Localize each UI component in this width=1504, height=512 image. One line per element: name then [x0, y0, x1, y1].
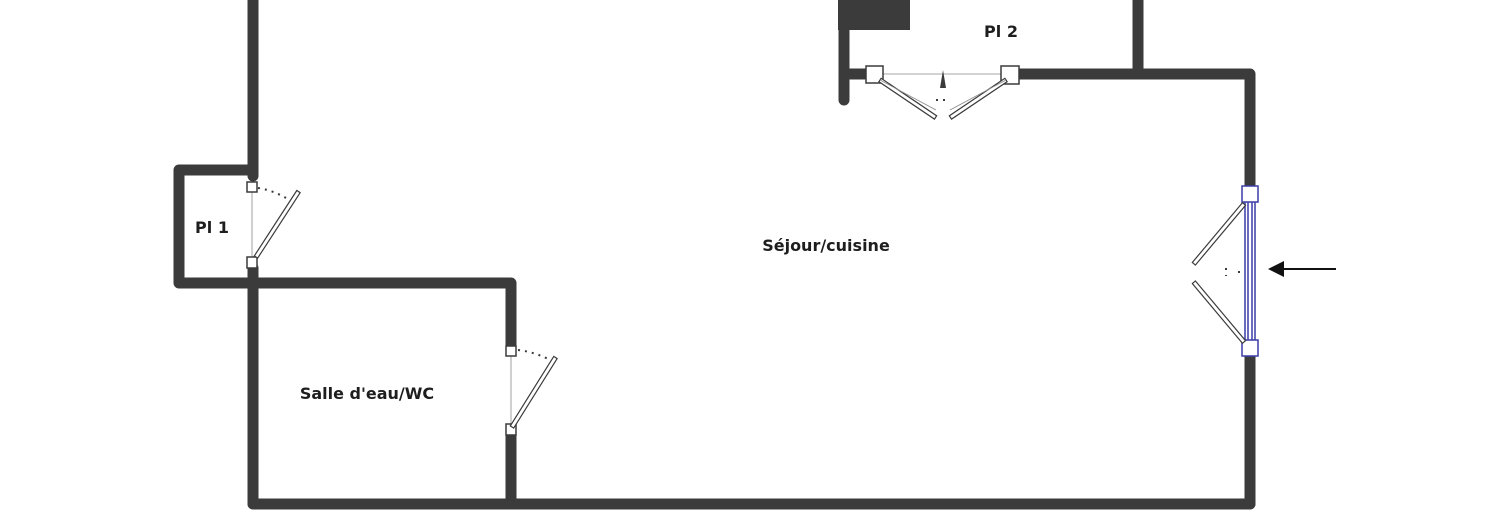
room-label-sejour: Séjour/cuisine: [762, 236, 890, 255]
entrance-arrow-head: [1268, 261, 1284, 277]
entrance-glass-panel: [1244, 189, 1256, 357]
door-pl1[interactable]: [246, 181, 301, 269]
door-salle-leaf: [509, 355, 558, 429]
door-pl1-swing: [257, 187, 287, 199]
pl1-wall: [173, 164, 259, 289]
door-salle-swing: [517, 349, 551, 361]
room-label-pl1: Pl 1: [195, 218, 229, 237]
entrance-window-door[interactable]: [1191, 185, 1259, 357]
door-pl1-leaf: [253, 189, 301, 259]
entrance-hinge-top: [1241, 185, 1259, 203]
room-label-pl2: Pl 2: [984, 22, 1018, 41]
door-pl1-hinge-top: [246, 181, 258, 193]
walls: [173, 0, 1256, 510]
entrance-arrow: [1268, 261, 1336, 277]
door-salle[interactable]: [505, 345, 558, 436]
door-pl2-center-mark: [940, 70, 946, 88]
wall-block: [838, 0, 910, 30]
door-pl1-hinge-bottom: [246, 256, 258, 269]
entrance-hinge-bottom: [1241, 339, 1259, 357]
room-label-salle: Salle d'eau/WC: [300, 384, 434, 403]
door-pl2-guide-left: [879, 79, 937, 111]
salle-top-wall: [247, 277, 517, 352]
entrance-leaf-top: [1191, 201, 1247, 266]
entrance-swing: [1225, 268, 1240, 276]
right-wall-upper: [1011, 68, 1256, 198]
door-pl2-guide-right: [949, 79, 1007, 111]
door-pl2[interactable]: [865, 65, 1020, 120]
door-salle-hinge-top: [505, 345, 517, 357]
entrance-leaf-bottom: [1191, 280, 1247, 345]
door-pl2-hinge-left: [865, 65, 884, 84]
